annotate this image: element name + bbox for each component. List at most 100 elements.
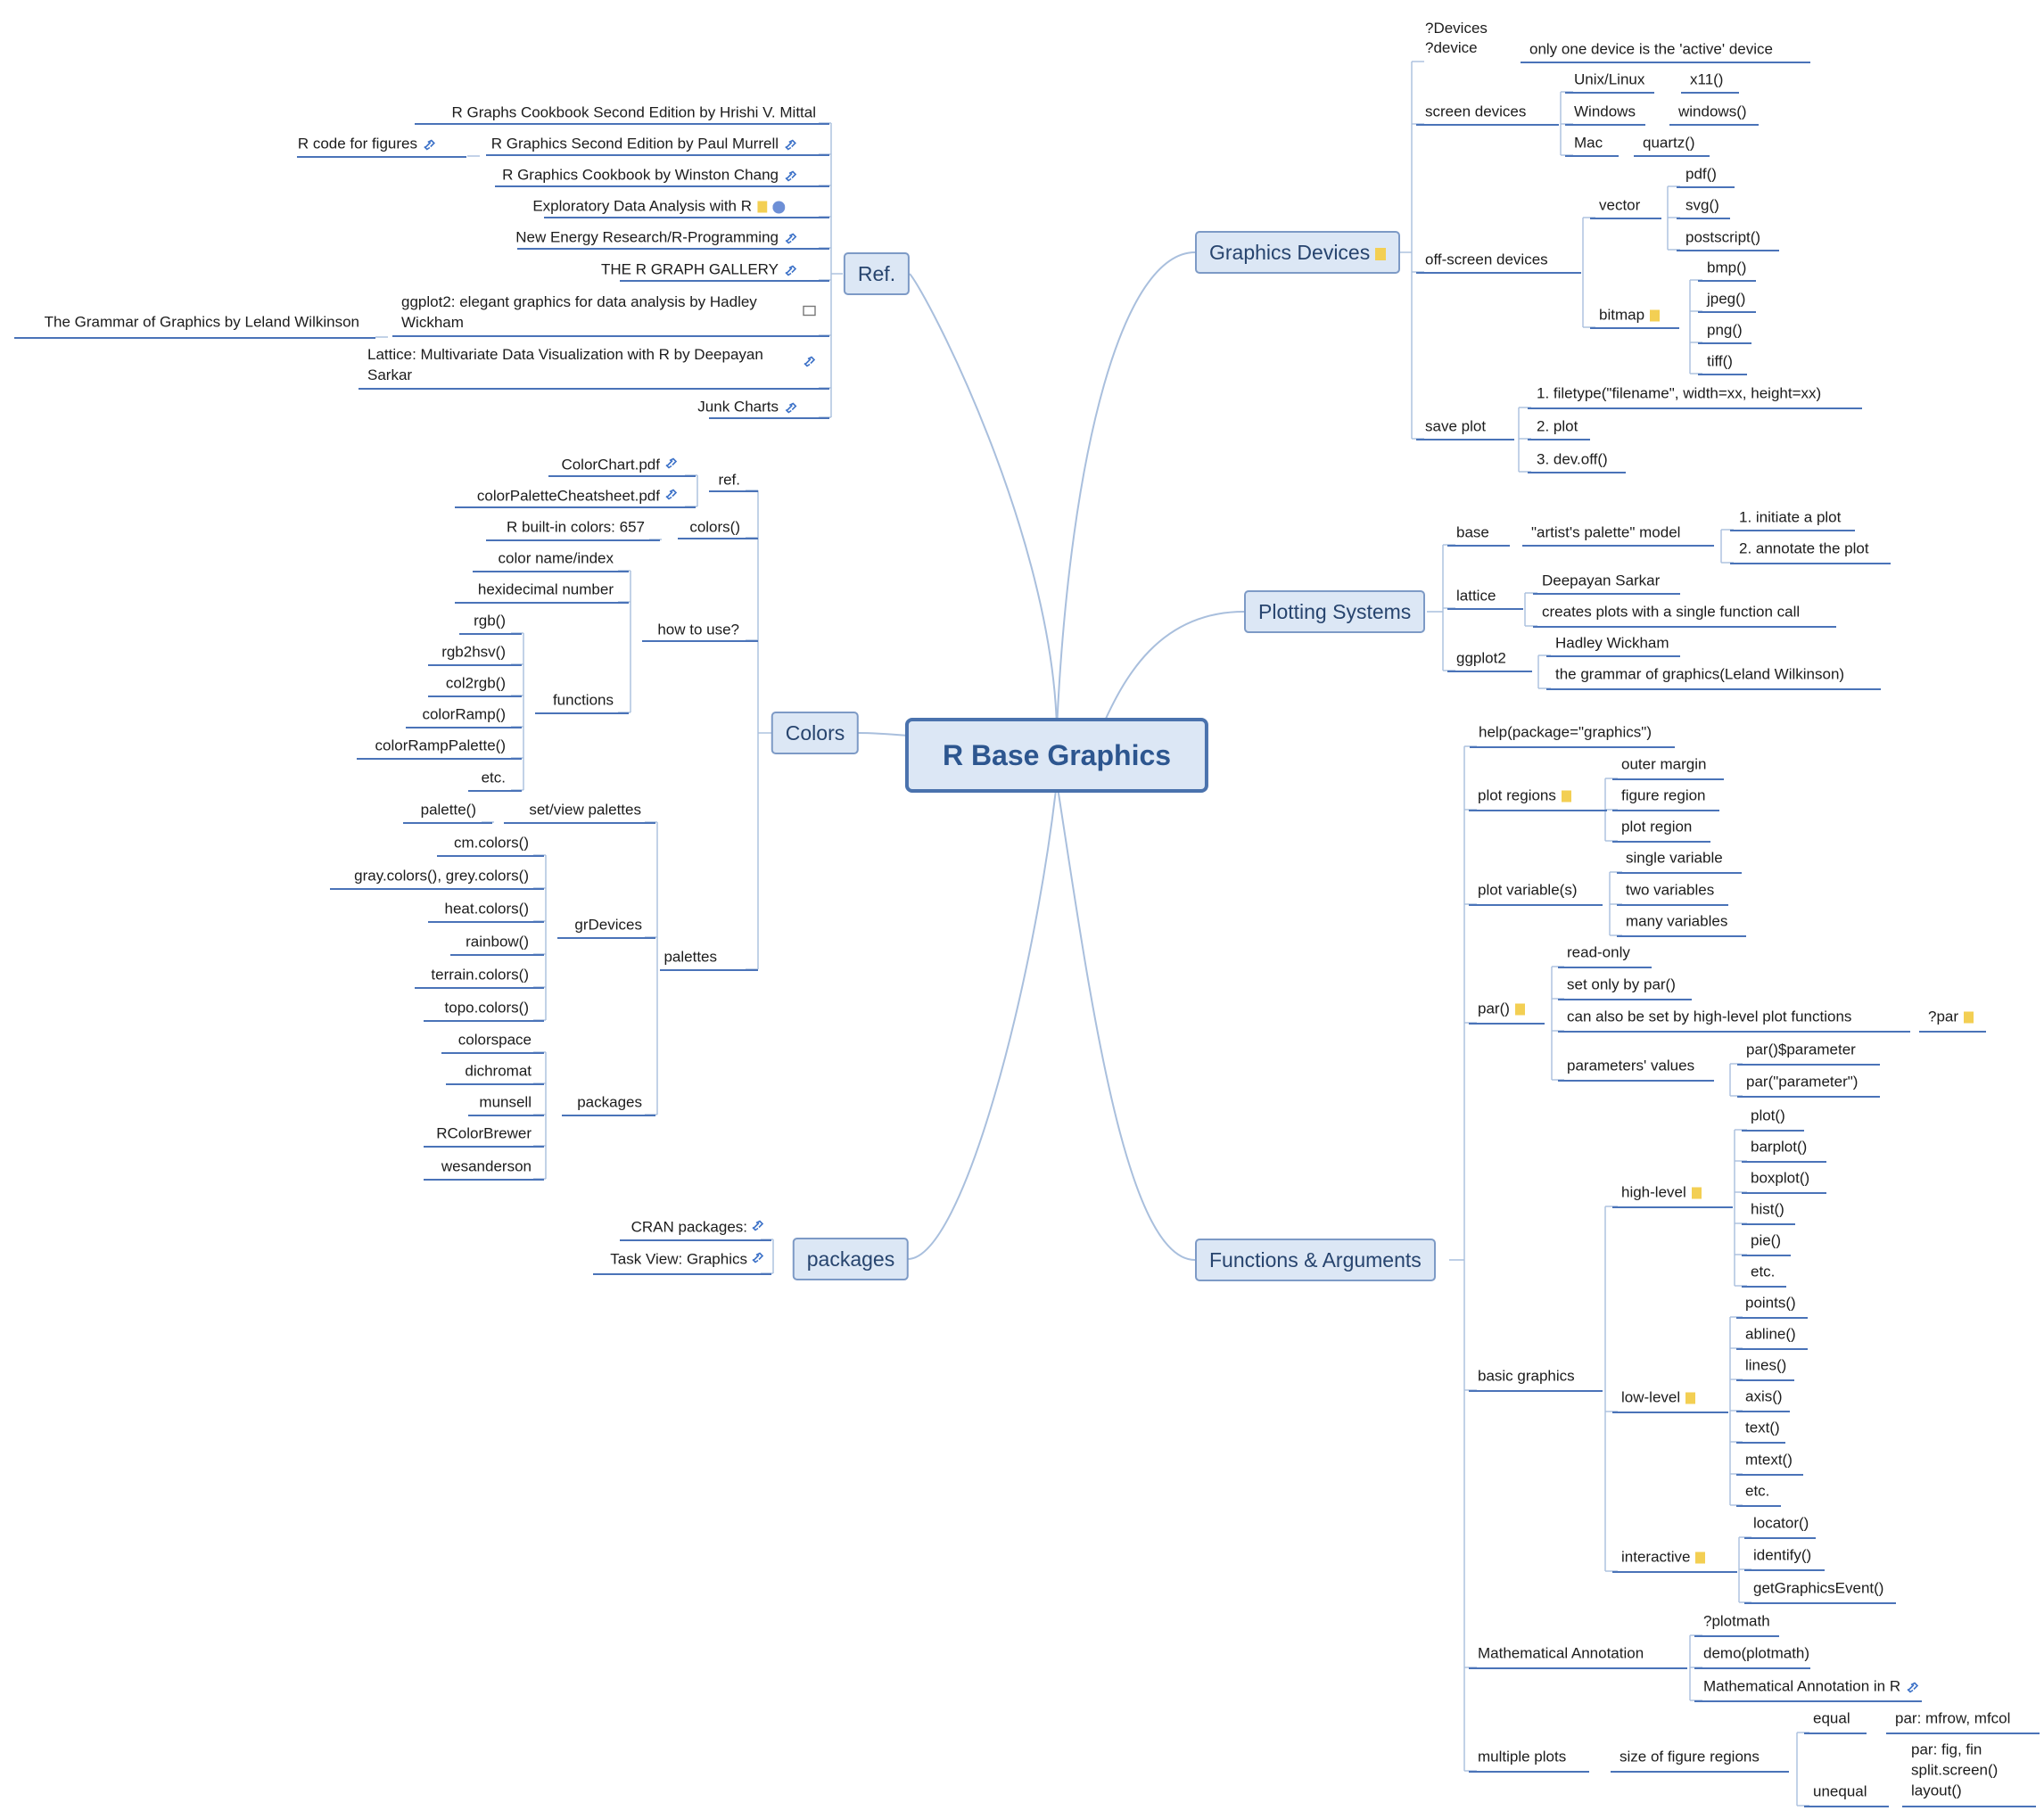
par-value[interactable]: par("parameter") <box>1746 1073 1859 1091</box>
region-item[interactable]: plot region <box>1621 818 1693 835</box>
screen-fn[interactable]: x11() <box>1690 70 1724 88</box>
link-icon[interactable] <box>664 455 679 475</box>
screen-os[interactable]: Unix/Linux <box>1574 70 1645 88</box>
par-readonly[interactable]: read-only <box>1567 943 1630 961</box>
high-level-item[interactable]: pie() <box>1751 1231 1782 1249</box>
base-step[interactable]: 1. initiate a plot <box>1739 508 1842 526</box>
cran-packages[interactable]: CRAN packages: <box>631 1218 747 1236</box>
link-icon[interactable] <box>664 486 679 506</box>
par-help[interactable]: ?par <box>1928 1007 1974 1027</box>
ref-item[interactable]: New Energy Research/R-Programming <box>515 227 798 248</box>
colors-ref-label[interactable]: ref. <box>718 471 740 489</box>
colors-function[interactable]: colorRamp() <box>422 705 506 723</box>
task-view-graphics[interactable]: Task View: Graphics <box>610 1250 747 1268</box>
colors-function[interactable]: colorRampPalette() <box>375 737 506 754</box>
colors-builtin[interactable]: R built-in colors: 657 <box>507 518 645 536</box>
ref-item[interactable]: THE R GRAPH GALLERY <box>601 259 798 280</box>
interactive-item[interactable]: getGraphicsEvent() <box>1753 1579 1884 1597</box>
save-step[interactable]: 3. dev.off() <box>1537 450 1608 468</box>
plotting-lattice-label[interactable]: lattice <box>1456 587 1496 605</box>
high-level-item[interactable]: plot() <box>1751 1107 1785 1124</box>
screen-os[interactable]: Windows <box>1574 103 1636 120</box>
screen-fn[interactable]: quartz() <box>1643 134 1695 152</box>
link-icon[interactable] <box>784 232 798 244</box>
screen-os[interactable]: Mac <box>1574 134 1603 152</box>
lattice-item[interactable]: Deepayan Sarkar <box>1542 572 1661 589</box>
grdevices-item[interactable]: terrain.colors() <box>431 966 529 984</box>
ref-item[interactable]: Lattice: Multivariate Data Visualization… <box>367 346 763 383</box>
high-level-item[interactable]: boxplot() <box>1751 1169 1810 1187</box>
ggplot2-item[interactable]: the grammar of graphics(Leland Wilkinson… <box>1555 665 1845 683</box>
colors-package[interactable]: wesanderson <box>441 1157 532 1175</box>
bitmap-item[interactable]: bmp() <box>1707 259 1747 276</box>
high-level-item[interactable]: barplot() <box>1751 1138 1808 1156</box>
root-topic[interactable]: R Base Graphics <box>904 718 1209 793</box>
functions-variables-label[interactable]: plot variable(s) <box>1478 881 1578 899</box>
math-item[interactable]: ?plotmath <box>1703 1612 1770 1630</box>
base-step[interactable]: 2. annotate the plot <box>1739 539 1869 557</box>
link-icon[interactable] <box>751 1217 765 1238</box>
plotting-base-model[interactable]: "artist's palette" model <box>1531 523 1681 541</box>
region-item[interactable]: figure region <box>1621 786 1706 804</box>
bitmap-item[interactable]: png() <box>1707 321 1743 339</box>
save-step[interactable]: 1. filetype("filename", width=xx, height… <box>1537 384 1822 402</box>
colors-set-view[interactable]: set/view palettes <box>529 801 641 819</box>
colors-function[interactable]: rgb() <box>474 612 506 630</box>
ref-item[interactable]: ggplot2: elegant graphics for data analy… <box>401 293 757 331</box>
devices-bitmap-label[interactable]: bitmap <box>1599 305 1661 325</box>
grdevices-item[interactable]: topo.colors() <box>444 999 529 1017</box>
math-item[interactable]: Mathematical Annotation in R <box>1703 1676 1920 1697</box>
devices-save-label[interactable]: save plot <box>1425 417 1487 435</box>
ref-ggplot-child[interactable]: The Grammar of Graphics by Leland Wilkin… <box>44 313 359 331</box>
grdevices-item[interactable]: cm.colors() <box>453 834 529 852</box>
functions-basic-label[interactable]: basic graphics <box>1478 1367 1575 1385</box>
link-icon[interactable] <box>803 353 817 374</box>
size-equal-label[interactable]: equal <box>1813 1709 1850 1727</box>
screen-fn[interactable]: windows() <box>1678 103 1747 120</box>
colors-package[interactable]: colorspace <box>457 1031 532 1049</box>
topic-plotting-systems[interactable]: Plotting Systems <box>1244 590 1426 633</box>
vector-item[interactable]: postscript() <box>1685 228 1761 246</box>
grdevices-item[interactable]: rainbow() <box>466 933 529 951</box>
colors-function[interactable]: col2rgb() <box>445 674 506 692</box>
low-level-item[interactable]: axis() <box>1745 1387 1783 1405</box>
devices-active-note[interactable]: only one device is the 'active' device <box>1529 40 1773 58</box>
devices-offscreen-label[interactable]: off-screen devices <box>1425 251 1548 268</box>
ref-item[interactable]: R Graphics Second Edition by Paul Murrel… <box>491 134 798 154</box>
functions-multi-label[interactable]: multiple plots <box>1478 1748 1567 1766</box>
colors-how-item[interactable]: hexidecimal number <box>477 580 614 598</box>
par-value[interactable]: par()$parameter <box>1746 1041 1856 1058</box>
basic-interactive-label[interactable]: interactive <box>1621 1547 1706 1568</box>
colors-palettes-label[interactable]: palettes <box>663 948 717 966</box>
link-icon[interactable] <box>751 1249 765 1270</box>
par-highlevel[interactable]: can also be set by high-level plot funct… <box>1567 1008 1852 1025</box>
link-icon[interactable] <box>784 401 798 414</box>
ref-item[interactable]: R Graphics Cookbook by Winston Chang <box>502 165 798 185</box>
topic-ref[interactable]: Ref. <box>843 252 911 295</box>
save-step[interactable]: 2. plot <box>1537 417 1578 435</box>
link-icon[interactable] <box>784 169 798 182</box>
lattice-item[interactable]: creates plots with a single function cal… <box>1542 603 1801 621</box>
colors-functions-label[interactable]: functions <box>552 691 614 709</box>
vector-item[interactable]: svg() <box>1685 196 1719 214</box>
functions-regions-label[interactable]: plot regions <box>1478 786 1571 806</box>
devices-screen-label[interactable]: screen devices <box>1425 103 1527 120</box>
colors-fn[interactable]: colors() <box>689 518 740 536</box>
plotting-ggplot2-label[interactable]: ggplot2 <box>1456 649 1506 667</box>
functions-help[interactable]: help(package="graphics") <box>1479 723 1652 741</box>
high-level-item[interactable]: etc. <box>1751 1263 1776 1280</box>
topic-functions-arguments[interactable]: Functions & Arguments <box>1195 1239 1436 1281</box>
colors-function[interactable]: etc. <box>481 769 506 786</box>
link-icon[interactable] <box>423 138 437 151</box>
size-unequal-label[interactable]: unequal <box>1813 1782 1867 1800</box>
low-level-item[interactable]: abline() <box>1745 1325 1796 1343</box>
colors-package[interactable]: RColorBrewer <box>436 1124 532 1142</box>
ref-item[interactable]: R Graphs Cookbook Second Edition by Hris… <box>451 103 816 121</box>
colors-grdevices-label[interactable]: grDevices <box>574 916 642 934</box>
topic-graphics-devices[interactable]: Graphics Devices <box>1195 231 1401 274</box>
low-level-item[interactable]: text() <box>1745 1419 1780 1436</box>
region-item[interactable]: outer margin <box>1621 755 1707 773</box>
colors-function[interactable]: rgb2hsv() <box>441 643 506 661</box>
colors-ref-item[interactable]: ColorChart.pdf <box>561 455 660 475</box>
